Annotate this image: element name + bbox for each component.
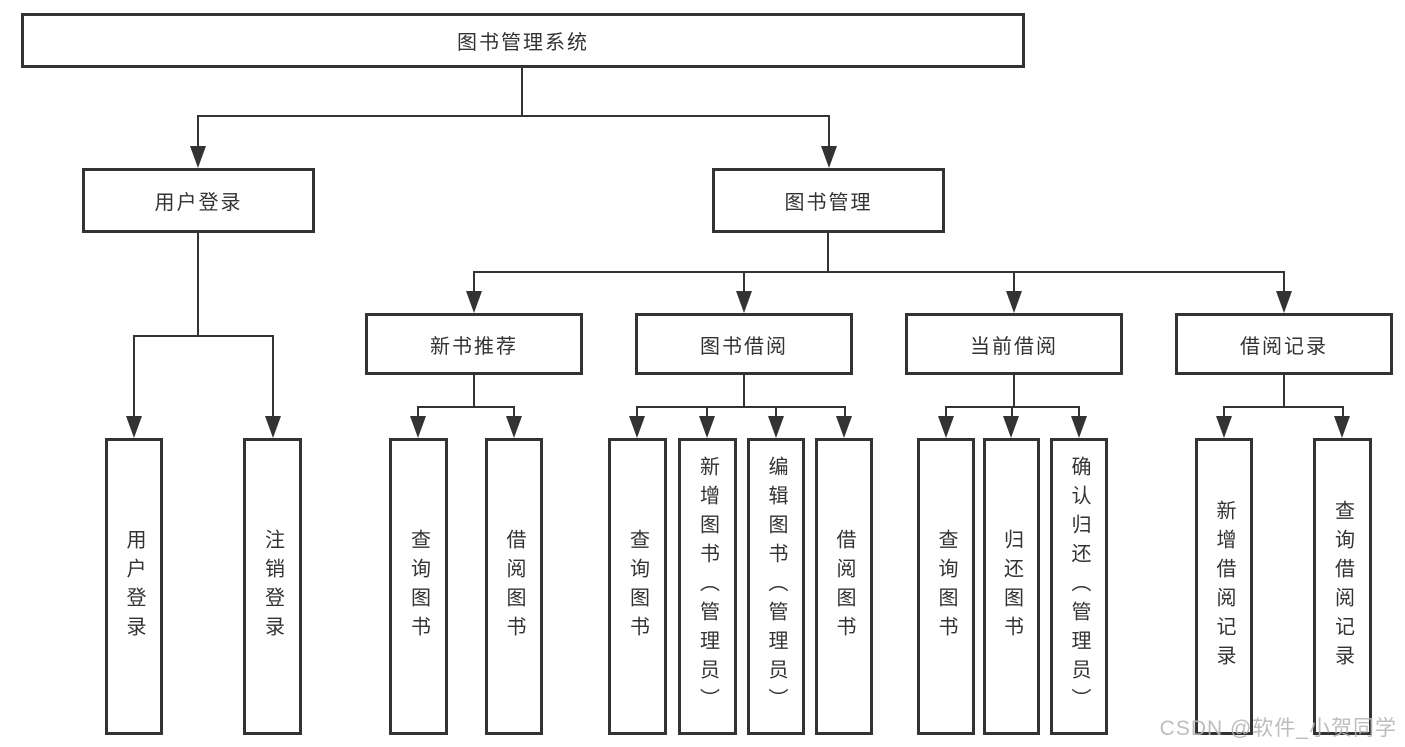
- connector-current-stub3: [1078, 406, 1080, 417]
- connector-current-stub2: [1011, 406, 1013, 417]
- arrowhead-book-mgmt: [821, 146, 837, 168]
- leaf-current-query: 查询图书: [917, 438, 975, 735]
- node-book-mgmt-label: 图书管理: [784, 192, 873, 214]
- connector-record-hline: [1223, 406, 1344, 408]
- connector-bookmgmt-stub1: [473, 271, 475, 292]
- arrowhead-logout: [265, 416, 281, 438]
- connector-newbook-hline: [417, 406, 515, 408]
- connector-borrow-stub4: [844, 406, 846, 417]
- leaf-current-return-label: 归还图书: [1000, 528, 1023, 645]
- connector-newbook-vline: [473, 375, 475, 408]
- leaf-record-add: 新增借阅记录: [1195, 438, 1253, 735]
- arrowhead-book-borrow: [736, 291, 752, 313]
- leaf-record-query: 查询借阅记录: [1313, 438, 1372, 735]
- leaf-logout-label: 注销登录: [261, 528, 284, 645]
- connector-userlogin-stub2: [272, 335, 274, 417]
- arrowhead-borrow-leaf1: [629, 416, 645, 438]
- leaf-borrow-edit-label: 编辑图书（管理员）: [765, 456, 787, 717]
- arrowhead-borrow-leaf3: [768, 416, 784, 438]
- connector-newbook-stub2: [513, 406, 515, 417]
- connector-userlogin-vline: [197, 233, 199, 337]
- arrowhead-current-leaf3: [1071, 416, 1087, 438]
- leaf-borrow-query-label: 查询图书: [626, 528, 649, 645]
- connector-root-hline: [197, 115, 830, 117]
- connector-record-stub1: [1223, 406, 1225, 417]
- arrowhead-current-leaf1: [938, 416, 954, 438]
- arrowhead-new-book-rec: [466, 291, 482, 313]
- connector-newbook-stub1: [417, 406, 419, 417]
- leaf-current-confirm: 确认归还（管理员）: [1050, 438, 1108, 735]
- leaf-borrow-edit: 编辑图书（管理员）: [747, 438, 805, 735]
- node-borrow-record-label: 借阅记录: [1240, 335, 1328, 358]
- leaf-current-return: 归还图书: [983, 438, 1040, 735]
- leaf-current-query-label: 查询图书: [935, 528, 957, 645]
- arrowhead-user-login: [190, 146, 206, 168]
- connector-borrow-stub1: [636, 406, 638, 417]
- connector-record-stub2: [1342, 406, 1344, 417]
- leaf-user-login: 用户登录: [105, 438, 163, 735]
- leaf-record-add-label: 新增借阅记录: [1213, 499, 1235, 674]
- connector-current-stub1: [945, 406, 947, 417]
- leaf-newbook-borrow-label: 借阅图书: [503, 528, 525, 645]
- connector-borrow-vline: [743, 375, 745, 408]
- connector-bookmgmt-stub4: [1283, 271, 1285, 292]
- connector-borrow-stub2: [706, 406, 708, 417]
- node-new-book-rec: 新书推荐: [365, 313, 583, 375]
- connector-userlogin-stub1: [133, 335, 135, 417]
- arrowhead-login: [126, 416, 142, 438]
- arrowhead-borrow-leaf2: [699, 416, 715, 438]
- arrowhead-borrow-record: [1276, 291, 1292, 313]
- leaf-newbook-query-label: 查询图书: [407, 528, 430, 645]
- leaf-logout: 注销登录: [243, 438, 302, 735]
- leaf-borrow-borrow: 借阅图书: [815, 438, 873, 735]
- connector-record-vline: [1283, 375, 1285, 408]
- node-root-label: 图书管理系统: [457, 32, 589, 54]
- connector-bookmgmt-vline: [827, 233, 829, 273]
- leaf-borrow-add: 新增图书（管理员）: [678, 438, 737, 735]
- node-book-borrow-label: 图书借阅: [700, 335, 788, 358]
- arrowhead-current-borrow: [1006, 291, 1022, 313]
- node-book-borrow: 图书借阅: [635, 313, 853, 375]
- arrowhead-current-leaf2: [1003, 416, 1019, 438]
- node-root: 图书管理系统: [21, 13, 1025, 68]
- connector-root-stub-right: [828, 115, 830, 148]
- arrowhead-newbook-leaf2: [506, 416, 522, 438]
- leaf-borrow-borrow-label: 借阅图书: [833, 528, 855, 645]
- leaf-current-confirm-label: 确认归还（管理员）: [1068, 456, 1090, 717]
- arrowhead-record-leaf1: [1216, 416, 1232, 438]
- connector-borrow-stub3: [775, 406, 777, 417]
- leaf-newbook-borrow: 借阅图书: [485, 438, 543, 735]
- leaf-borrow-add-label: 新增图书（管理员）: [696, 456, 719, 717]
- node-user-login: 用户登录: [82, 168, 315, 233]
- node-current-borrow-label: 当前借阅: [970, 335, 1058, 358]
- connector-root-vline: [521, 68, 523, 117]
- connector-borrow-hline: [636, 406, 846, 408]
- arrowhead-record-leaf2: [1334, 416, 1350, 438]
- connector-bookmgmt-stub2: [743, 271, 745, 292]
- connector-root-stub-left: [197, 115, 199, 148]
- connector-userlogin-hline: [133, 335, 274, 337]
- node-new-book-rec-label: 新书推荐: [430, 335, 518, 358]
- connector-bookmgmt-stub3: [1013, 271, 1015, 292]
- node-book-mgmt: 图书管理: [712, 168, 945, 233]
- arrowhead-borrow-leaf4: [836, 416, 852, 438]
- node-borrow-record: 借阅记录: [1175, 313, 1393, 375]
- leaf-newbook-query: 查询图书: [389, 438, 448, 735]
- connector-current-vline: [1013, 375, 1015, 408]
- node-user-login-label: 用户登录: [154, 192, 243, 214]
- csdn-watermark: CSDN @软件_小贺同学: [1159, 717, 1397, 740]
- leaf-record-query-label: 查询借阅记录: [1331, 499, 1354, 674]
- connector-bookmgmt-hline: [473, 271, 1285, 273]
- leaf-user-login-label: 用户登录: [123, 528, 145, 645]
- arrowhead-newbook-leaf1: [410, 416, 426, 438]
- leaf-borrow-query: 查询图书: [608, 438, 667, 735]
- node-current-borrow: 当前借阅: [905, 313, 1123, 375]
